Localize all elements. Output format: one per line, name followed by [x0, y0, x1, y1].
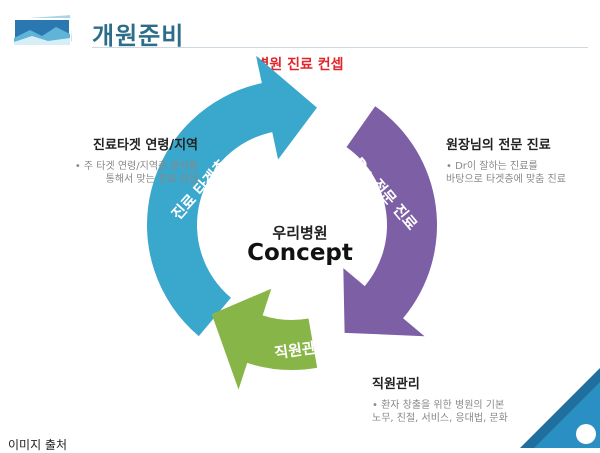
block-target-title: 진료타겟 연령/지역	[93, 138, 198, 153]
diagram-subtitle: 병원 진료 컨셉	[256, 57, 344, 73]
image-source-caption: 이미지 출처	[8, 438, 68, 452]
header: 개원준비	[0, 0, 600, 52]
segment-arrow-staff	[211, 288, 318, 390]
segment-arrow-target	[147, 55, 317, 337]
block-doctor: 원장님의 전문 진료 • Dr이 잘하는 진료를 바탕으로 타겟층에 맞춤 진료	[446, 134, 596, 186]
block-staff-line2: 노무, 친절, 서비스, 응대법, 문화	[372, 413, 508, 424]
block-staff-title: 직원관리	[372, 377, 420, 392]
corner-circle-icon	[576, 424, 596, 444]
block-staff: 직원관리 • 환자 창출을 위한 병원의 기본 노무, 친절, 서비스, 응대법…	[372, 373, 572, 425]
block-target-line1: • 주 타겟 연령/지역층 분석을	[74, 161, 198, 172]
header-divider	[92, 47, 588, 48]
block-doctor-line1: • Dr이 잘하는 진료를	[446, 161, 538, 172]
header-image	[13, 14, 74, 46]
block-target-line2: 통해서 맞는 진료 컨셉	[105, 174, 198, 185]
block-target: 진료타겟 연령/지역 • 주 타겟 연령/지역층 분석을 통해서 맞는 진료 컨…	[30, 134, 198, 186]
block-doctor-line2: 바탕으로 타겟층에 맞춤 진료	[446, 174, 566, 185]
corner-decoration	[520, 368, 600, 448]
block-staff-line1: • 환자 창출을 위한 병원의 기본	[372, 400, 505, 411]
center-label-concept: Concept	[247, 240, 353, 266]
segment-arrow-doctor	[343, 106, 437, 337]
page-title: 개원준비	[92, 22, 185, 50]
center-label-line1: 우리병원	[272, 224, 328, 242]
block-doctor-title: 원장님의 전문 진료	[446, 138, 551, 153]
